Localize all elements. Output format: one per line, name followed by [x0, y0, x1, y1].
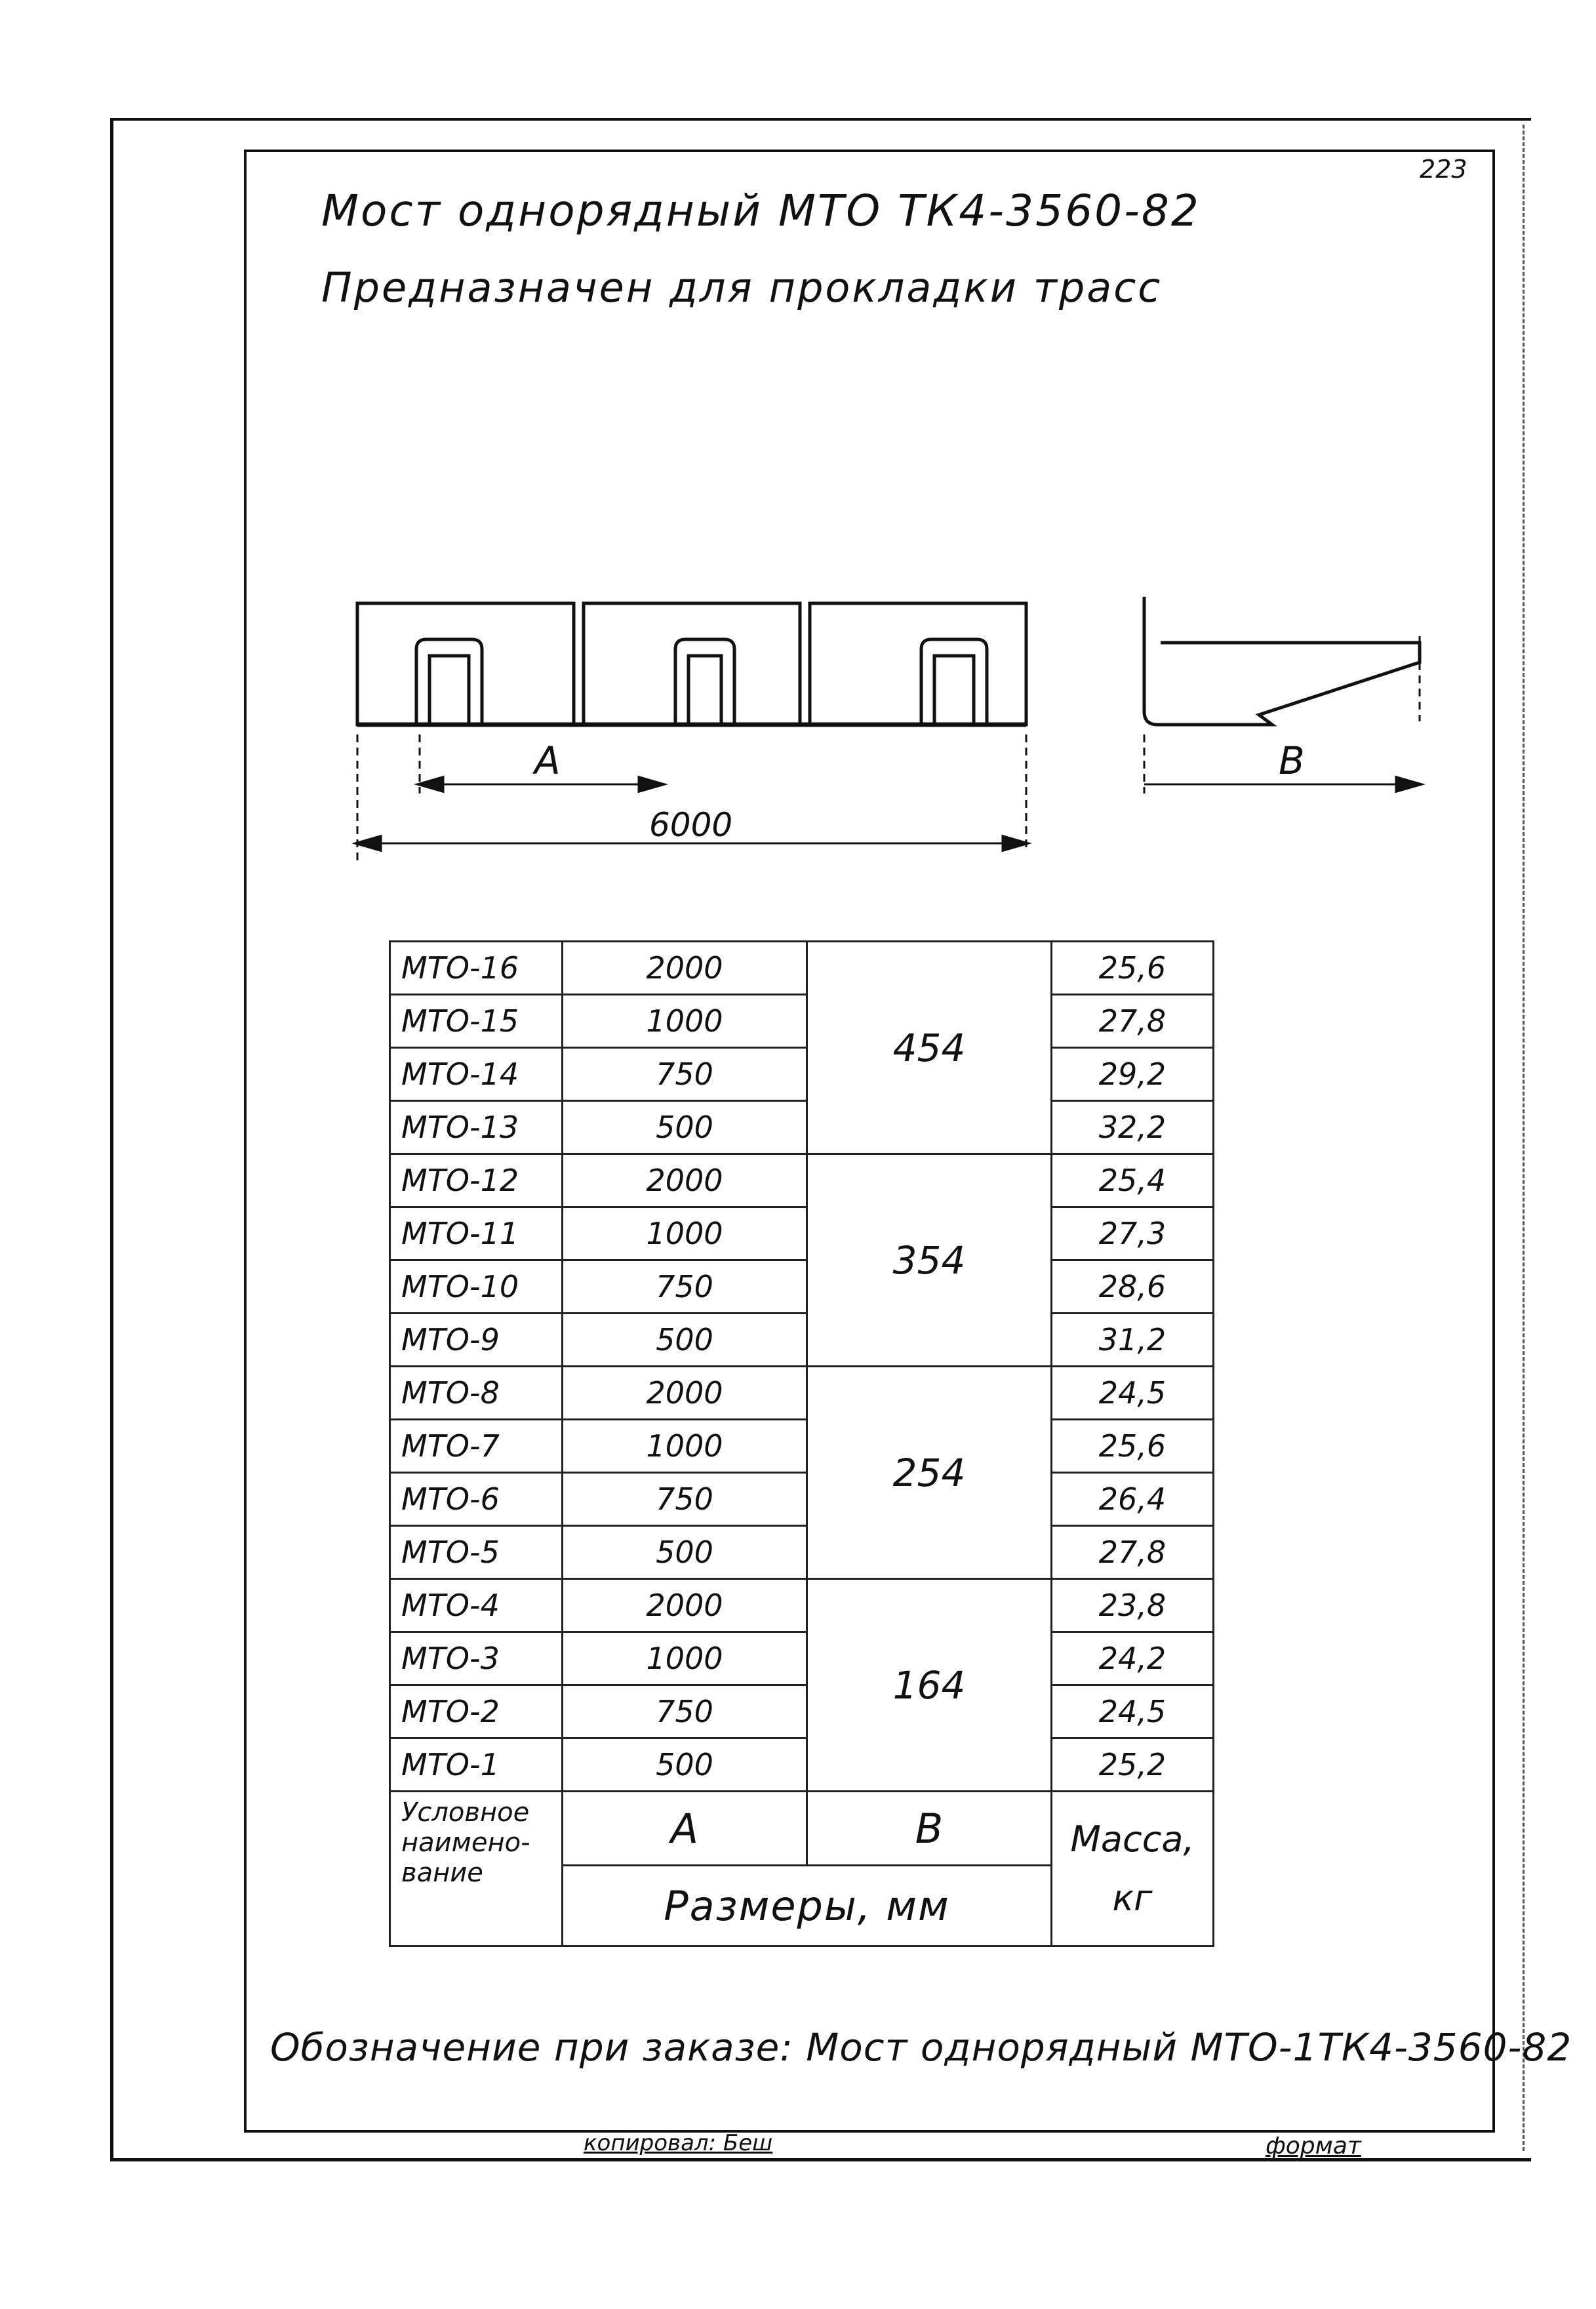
table-row: МТО-3 1000 24,2	[389, 1631, 1214, 1686]
row-a: 750	[561, 1047, 808, 1102]
table-row: МТО-2 750 24,5	[389, 1684, 1214, 1739]
row-name: МТО-4	[389, 1578, 563, 1633]
header-mass: Масса, кг	[1050, 1790, 1214, 1947]
row-a: 500	[561, 1100, 808, 1155]
row-a: 2000	[561, 1153, 808, 1208]
dim-a-label: А	[532, 738, 561, 783]
outer-frame	[110, 118, 1531, 2161]
row-a: 500	[561, 1312, 808, 1367]
row-name: МТО-8	[389, 1365, 563, 1420]
table-row: МТО-14 750 29,2	[389, 1047, 1214, 1102]
row-mass: 29,2	[1050, 1047, 1214, 1102]
dim-b-label: В	[1279, 738, 1305, 783]
row-a: 750	[561, 1259, 808, 1314]
row-name: МТО-15	[389, 994, 563, 1049]
row-name: МТО-12	[389, 1153, 563, 1208]
table-row: МТО-9 500 31,2	[389, 1312, 1214, 1367]
b-group: 454	[806, 940, 1052, 1155]
table-row: МТО-16 2000 454 25,6	[389, 940, 1214, 1155]
header-dimensions: Размеры, мм	[561, 1864, 1052, 1947]
row-mass: 31,2	[1050, 1312, 1214, 1367]
format-label: формат	[1266, 2133, 1361, 2159]
table-row: МТО-10 750 28,6	[389, 1259, 1214, 1314]
table-row: МТО-15 1000 27,8	[389, 994, 1214, 1049]
right-dashed-border	[1523, 125, 1525, 2151]
spec-table: МТО-16 2000 454 25,6 МТО-15 1000 27,8 МТ…	[389, 940, 1214, 1947]
row-name: МТО-5	[389, 1525, 563, 1580]
row-mass: 26,4	[1050, 1472, 1214, 1527]
row-name: МТО-14	[389, 1047, 563, 1102]
row-mass: 25,2	[1050, 1737, 1214, 1792]
order-designation: Обозначение при заказе: Мост однорядный …	[270, 2025, 1572, 2070]
technical-drawing: А В 6000	[351, 597, 1426, 866]
panel-middle	[582, 601, 802, 727]
row-name: МТО-9	[389, 1312, 563, 1367]
row-name: МТО-6	[389, 1472, 563, 1527]
copied-by-stamp: копировал: Беш	[584, 2130, 773, 2156]
clamp-middle	[673, 637, 736, 725]
row-name: МТО-7	[389, 1418, 563, 1474]
row-a: 1000	[561, 1206, 808, 1261]
row-mass: 24,2	[1050, 1631, 1214, 1686]
row-name: МТО-13	[389, 1100, 563, 1155]
b-group: 354	[806, 1153, 1052, 1367]
inner-frame	[244, 150, 1495, 2133]
clamp-left	[414, 637, 484, 725]
table-row: МТО-5 500 27,8	[389, 1525, 1214, 1580]
row-mass: 32,2	[1050, 1100, 1214, 1155]
table-row: МТО-13 500 32,2	[389, 1100, 1214, 1155]
row-a: 500	[561, 1737, 808, 1792]
table-row: МТО-7 1000 25,6	[389, 1418, 1214, 1474]
page-title: Мост однорядный МТО ТК4-3560-82	[321, 186, 1201, 236]
row-mass: 27,3	[1050, 1206, 1214, 1261]
row-mass: 24,5	[1050, 1365, 1214, 1420]
row-name: МТО-1	[389, 1737, 563, 1792]
table-header-row: Условное наимено-вание А В Масса, кг	[389, 1790, 1214, 1947]
row-a: 2000	[561, 1365, 808, 1420]
table-row: МТО-4 2000 164 23,8	[389, 1578, 1214, 1792]
header-a: А	[561, 1790, 808, 1866]
page-subtitle: Предназначен для прокладки трасс	[321, 264, 1163, 311]
row-mass: 24,5	[1050, 1684, 1214, 1739]
b-group: 254	[806, 1365, 1052, 1580]
row-mass: 25,4	[1050, 1153, 1214, 1208]
row-a: 2000	[561, 940, 808, 995]
row-a: 500	[561, 1525, 808, 1580]
row-name: МТО-2	[389, 1684, 563, 1739]
table-header-row: Размеры, мм	[390, 1864, 1214, 1947]
row-a: 1000	[561, 1418, 808, 1474]
panel-right	[808, 601, 1028, 727]
row-mass: 25,6	[1050, 1418, 1214, 1474]
table-row: МТО-11 1000 27,3	[389, 1206, 1214, 1261]
row-a: 1000	[561, 994, 808, 1049]
header-name: Условное наимено-вание	[389, 1790, 563, 1947]
panel-left	[355, 601, 576, 727]
row-mass: 23,8	[1050, 1578, 1214, 1633]
row-mass: 27,8	[1050, 1525, 1214, 1580]
table-row: МТО-12 2000 354 25,4	[389, 1153, 1214, 1367]
b-group: 164	[806, 1578, 1052, 1792]
row-a: 750	[561, 1472, 808, 1527]
table-row: МТО-1 500 25,2	[389, 1737, 1214, 1792]
table-row: МТО-6 750 26,4	[389, 1472, 1214, 1527]
row-a: 2000	[561, 1578, 808, 1633]
dim-total-label: 6000	[649, 806, 732, 844]
row-mass: 27,8	[1050, 994, 1214, 1049]
row-name: МТО-11	[389, 1206, 563, 1261]
header-b: В	[806, 1790, 1052, 1866]
row-mass: 25,6	[1050, 940, 1214, 995]
row-name: МТО-10	[389, 1259, 563, 1314]
row-name: МТО-3	[389, 1631, 563, 1686]
table-row: МТО-8 2000 254 24,5	[389, 1365, 1214, 1580]
clamp-right	[919, 637, 989, 725]
page-number: 223	[1420, 155, 1467, 184]
row-mass: 28,6	[1050, 1259, 1214, 1314]
side-view-profile	[1142, 597, 1422, 727]
row-name: МТО-16	[389, 940, 563, 995]
row-a: 750	[561, 1684, 808, 1739]
row-a: 1000	[561, 1631, 808, 1686]
